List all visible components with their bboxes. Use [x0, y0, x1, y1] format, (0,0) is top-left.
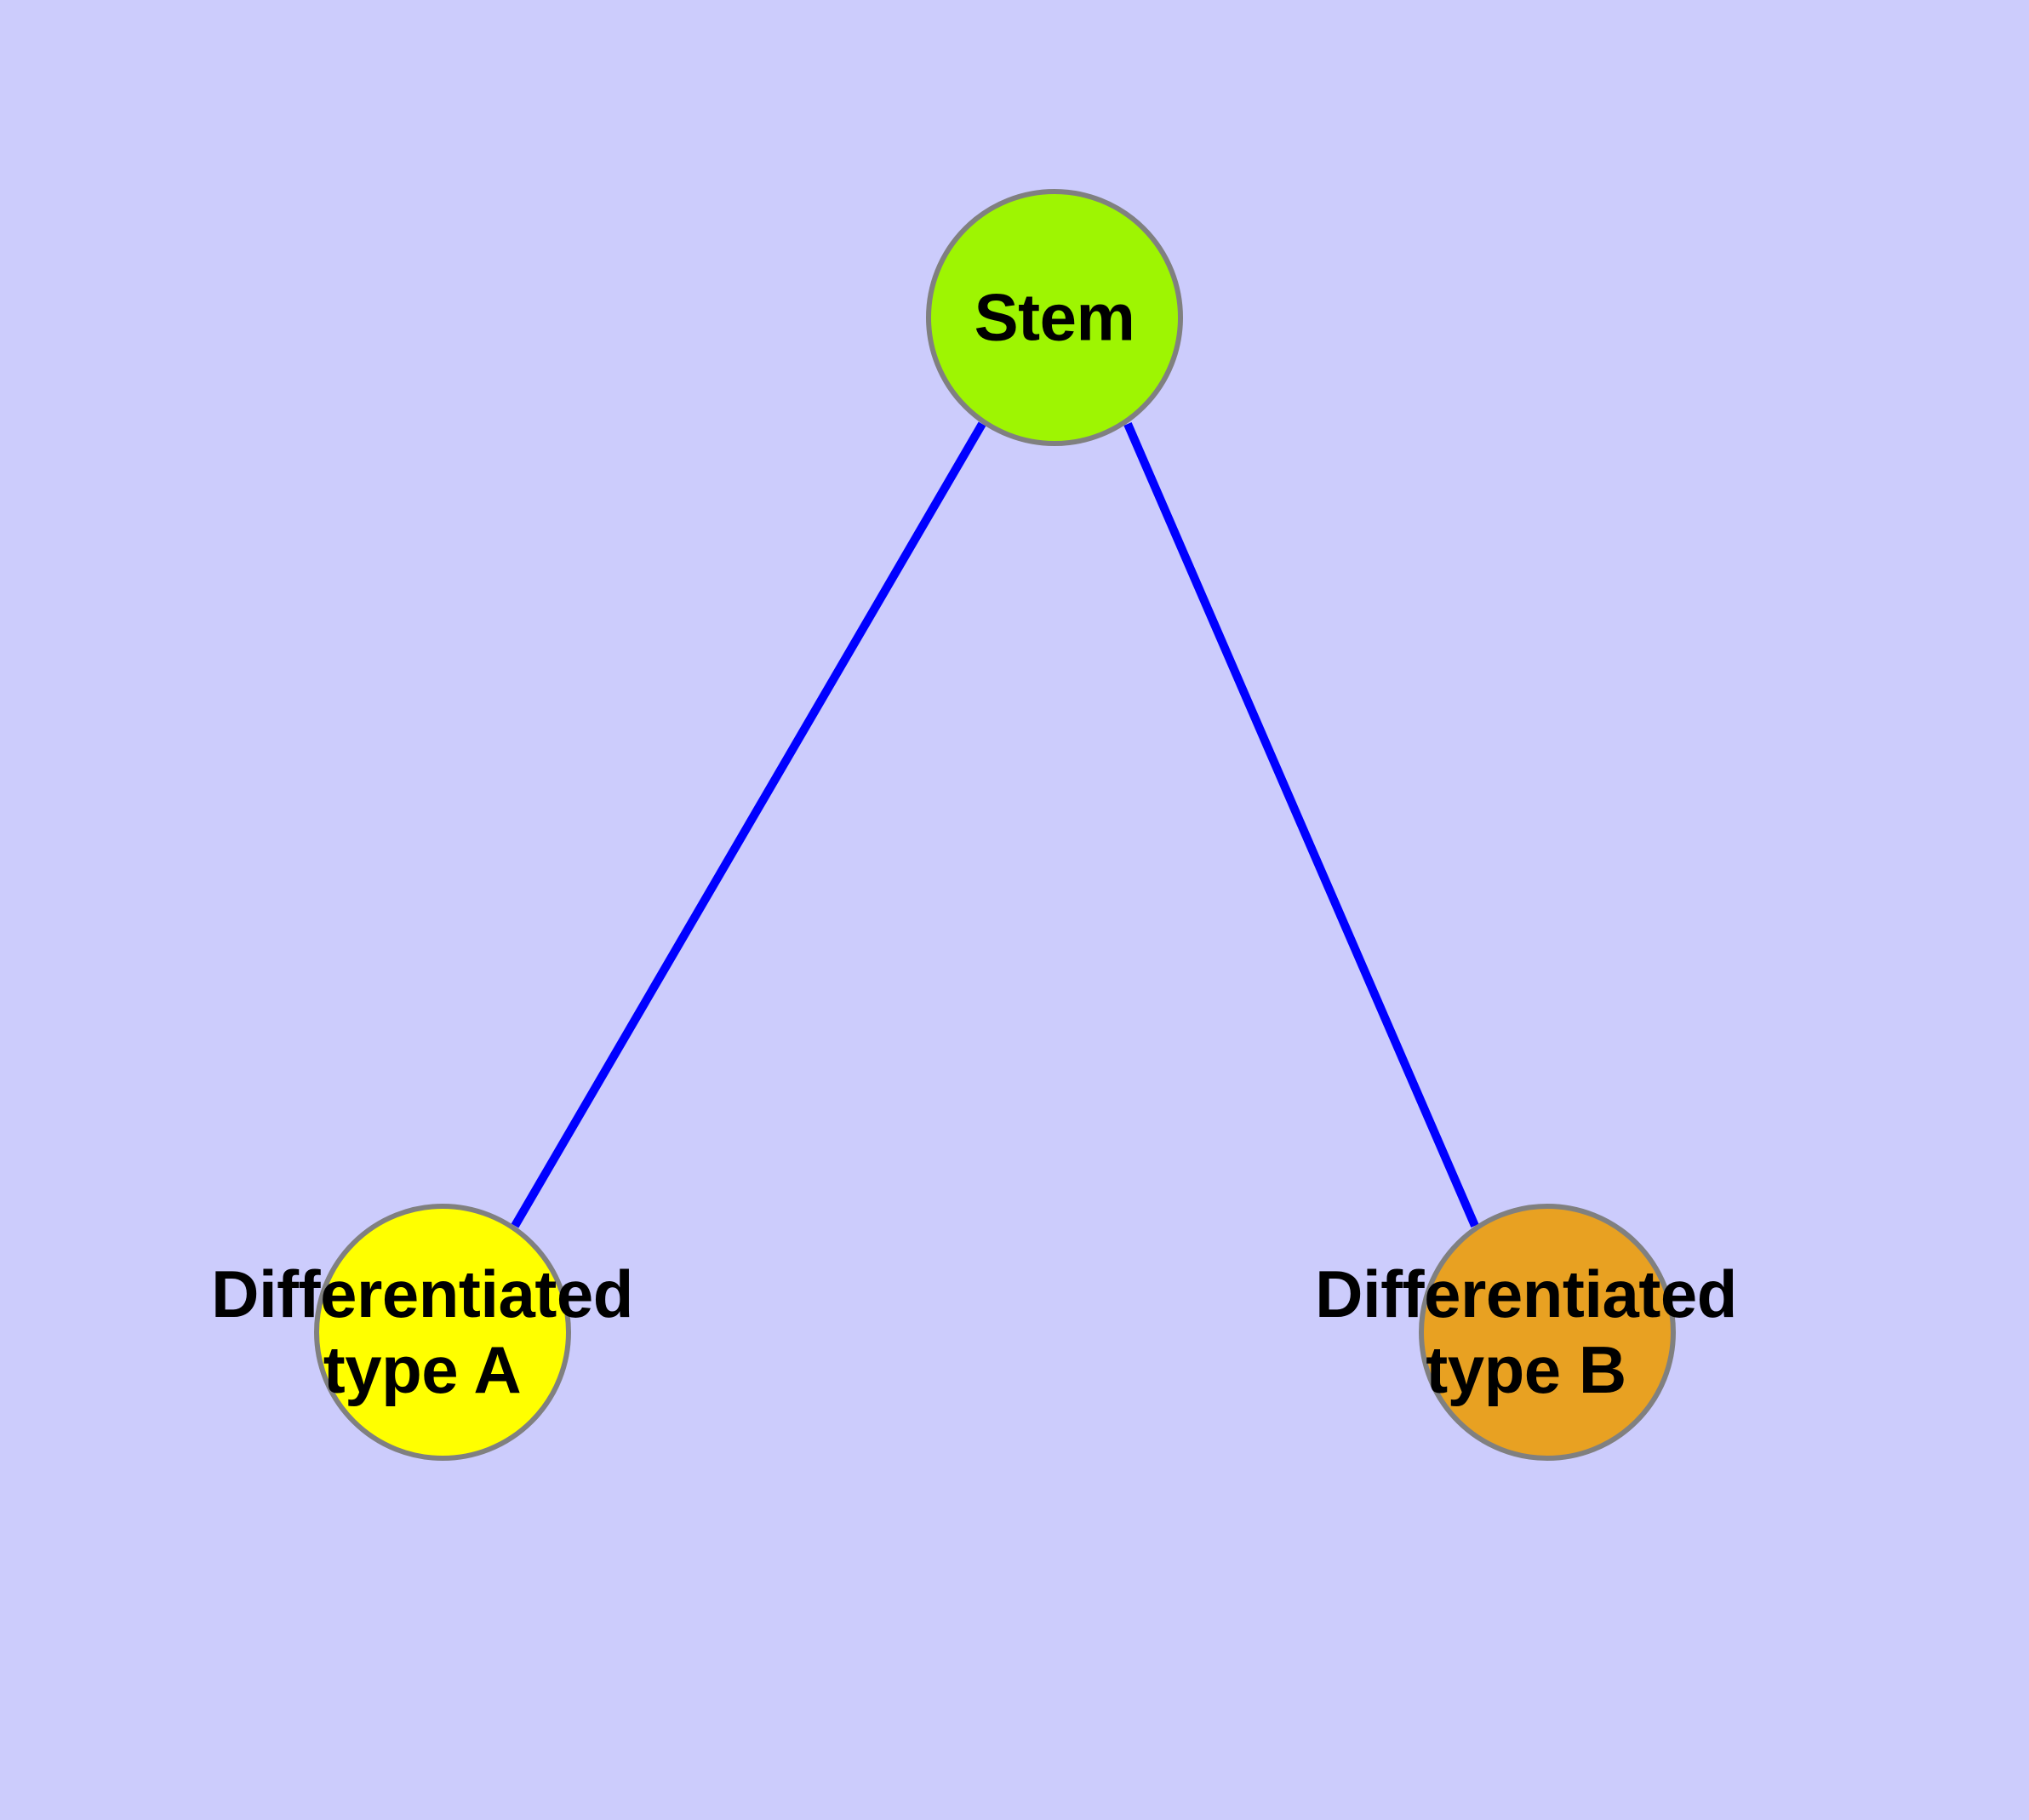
edge-stem-to-differentiated-type-a[interactable]: [511, 421, 986, 1228]
node-layer: [314, 189, 1676, 1461]
edge-layer: [511, 421, 1479, 1228]
node-stem[interactable]: [926, 189, 1183, 446]
node-differentiated-type-a[interactable]: [314, 1204, 571, 1461]
edge-stem-to-differentiated-type-b[interactable]: [1123, 422, 1479, 1228]
node-differentiated-type-b[interactable]: [1419, 1204, 1676, 1461]
